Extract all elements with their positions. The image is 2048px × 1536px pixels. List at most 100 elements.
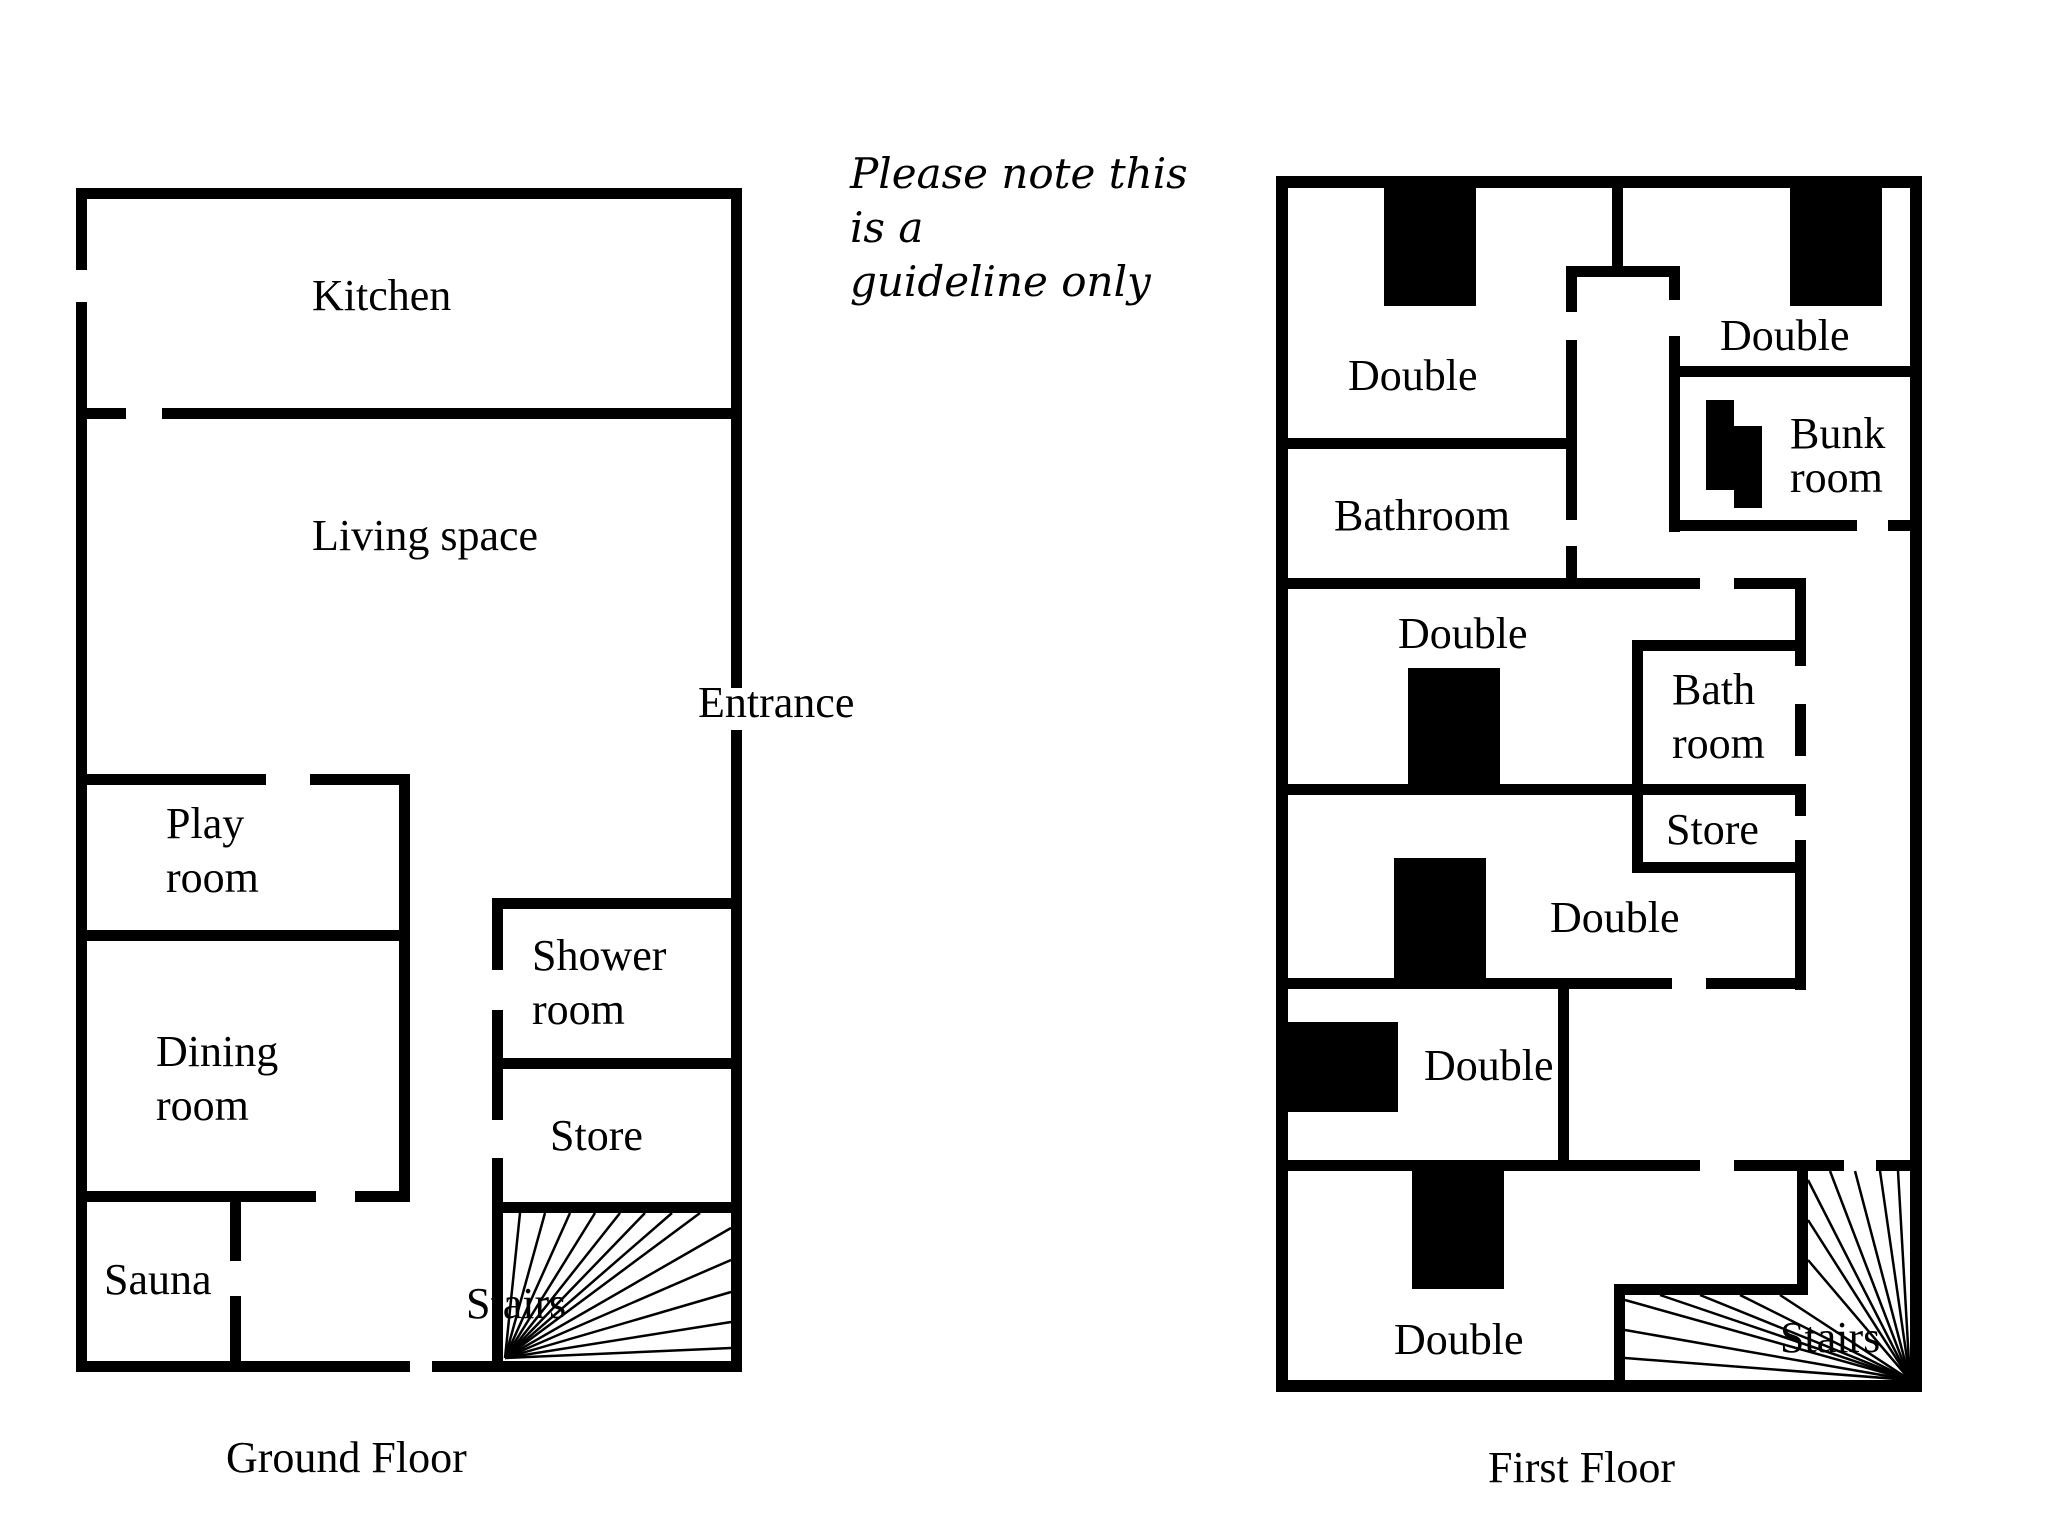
ff-wall-right-double-bottom-b [1706,978,1806,989]
gf-wall-store-stairs [492,1202,742,1213]
gf-entrance-label: Entrance [698,678,854,727]
ff-wall-right-double-bottom-a [1276,978,1672,989]
gf-dining-room-label-2: room [156,1081,249,1130]
ff-double-top-left-label: Double [1348,351,1478,400]
ff-wall-lower-double-bottom-a [1276,1160,1700,1171]
ff-stairs-label: Stairs [1780,1313,1880,1362]
ff-bathroom-label: Bathroom [1334,491,1510,540]
ff-double-lower-label: Double [1424,1041,1554,1090]
gf-store-label: Store [550,1111,643,1160]
gf-wall-bottom-left [76,1361,410,1372]
ff-wall-corridor-top [1566,266,1680,277]
ff-wall-stairs-left [1614,1284,1625,1392]
ff-wall-right-core-b [1795,704,1806,756]
ff-wall-right-core-c [1795,786,1806,816]
ff-wall-bunk-bottom-a [1669,520,1857,531]
gf-wall-right-lower [731,730,742,1372]
gf-living-space-label: Living space [312,511,538,560]
gf-wall-left-upper [76,188,87,270]
gf-wall-right-upper [731,188,742,688]
gf-play-room-label-2: room [166,853,259,902]
ff-wall-double-bathroom [1276,438,1572,449]
gf-wall-top [76,188,742,199]
gf-wall-bottom-right [432,1361,742,1372]
ff-wall-corridor-right-a [1669,266,1680,300]
gf-play-room-label-1: Play [166,799,244,848]
gf-wall-left-lower [76,302,87,1372]
ff-wall-top-divider [1612,176,1623,268]
gf-wall-shower-left-a [492,898,503,970]
ff-bunk-beds [1706,400,1762,508]
ff-wall-lower-double-right [1558,978,1569,1166]
gf-shower-room-label-1: Shower [532,931,667,980]
ff-wall-corridor-left-a [1566,266,1577,312]
ff-wall-bathroom-bottom-a [1276,578,1700,589]
ff-wall-bottom [1276,1380,1922,1392]
ff-double-top-right-label: Double [1720,311,1850,360]
ff-bunk-room-label-2: room [1790,453,1883,502]
ff-wall-middle-double-bottom [1276,784,1642,795]
gf-wall-playroom-top-a [76,774,266,785]
ff-bath-room-label-1: Bath [1672,665,1755,714]
gf-wall-dining-bottom-b [355,1191,410,1202]
note-line-3: guideline only [850,257,1152,306]
ff-wall-top [1276,176,1922,188]
gf-kitchen-label: Kitchen [312,271,451,320]
ff-store-label: Store [1666,805,1759,854]
gf-wall-shower-store [492,1058,742,1069]
gf-wall-sauna-right-a [230,1191,241,1261]
ff-bath-room-label-2: room [1672,719,1765,768]
ff-bed-top-left [1384,188,1476,306]
note-line-2: is a [850,203,923,252]
ff-bunk-room-label-1: Bunk [1790,409,1885,458]
ff-wall-right-core-d [1795,840,1806,990]
ff-double-bottom-label: Double [1394,1315,1524,1364]
ff-wall-lower-double-bottom-c [1876,1160,1922,1171]
ff-wall-corridor-left-b [1566,340,1577,520]
ff-bed-bottom [1412,1171,1504,1289]
ff-wall-stairs-top [1614,1284,1808,1295]
ff-double-middle-label: Double [1398,609,1528,658]
ground-floor-caption: Ground Floor [226,1433,467,1482]
ff-bed-top-right [1790,188,1882,306]
gf-wall-shower-top [492,898,742,909]
first-floor-caption: First Floor [1488,1443,1675,1492]
ff-stairs-fan-upper [1806,1170,1912,1381]
ff-wall-bath-left [1632,640,1643,872]
gf-wall-sauna-right-b [230,1296,241,1372]
gf-wall-dining-bottom-a [76,1191,316,1202]
guideline-note: Please note this is a guideline only [849,149,1188,306]
ff-wall-bathroom-bottom-b [1734,578,1806,589]
ff-wall-right [1910,176,1922,1392]
gf-wall-playroom-right [399,774,410,1202]
ff-wall-corridor-left-c [1566,546,1577,586]
ff-bed-right-double [1394,858,1486,980]
ff-wall-store-bottom [1632,862,1806,873]
ff-bed-lower [1288,1022,1398,1112]
gf-sauna-label: Sauna [104,1255,212,1304]
gf-wall-shower-left-c [492,1158,503,1372]
note-line-1: Please note this [849,149,1188,198]
ff-wall-bath-top [1632,640,1806,651]
ff-double-right-label: Double [1550,893,1680,942]
ff-wall-bunk-bottom-b [1888,520,1922,531]
ff-wall-lower-double-bottom-b [1734,1160,1844,1171]
ff-wall-stairs-divider [1797,1160,1808,1295]
gf-dining-room-label-1: Dining [156,1027,278,1076]
ff-wall-bath-store [1632,784,1806,795]
ff-wall-right-core-a [1795,578,1806,666]
ground-floor-plan: Kitchen Living space Entrance Play room … [76,188,854,1482]
gf-wall-playroom-top-b [310,774,410,785]
gf-wall-playroom-dining [76,930,410,941]
ff-bed-middle [1408,668,1500,784]
ff-stairs-fan-lower [1624,1293,1911,1382]
first-floor-plan: Double Double Bunk room Bathroom Double … [1276,176,1922,1492]
gf-shower-room-label-2: room [532,985,625,1034]
gf-stairs-fan [503,1211,732,1360]
gf-wall-kitchen-living-b [162,408,742,419]
gf-stairs-label: Stairs [466,1279,566,1328]
ff-wall-corridor-right-b [1669,336,1680,532]
ff-wall-double-bunk [1669,366,1922,377]
gf-wall-kitchen-living-a [76,408,126,419]
